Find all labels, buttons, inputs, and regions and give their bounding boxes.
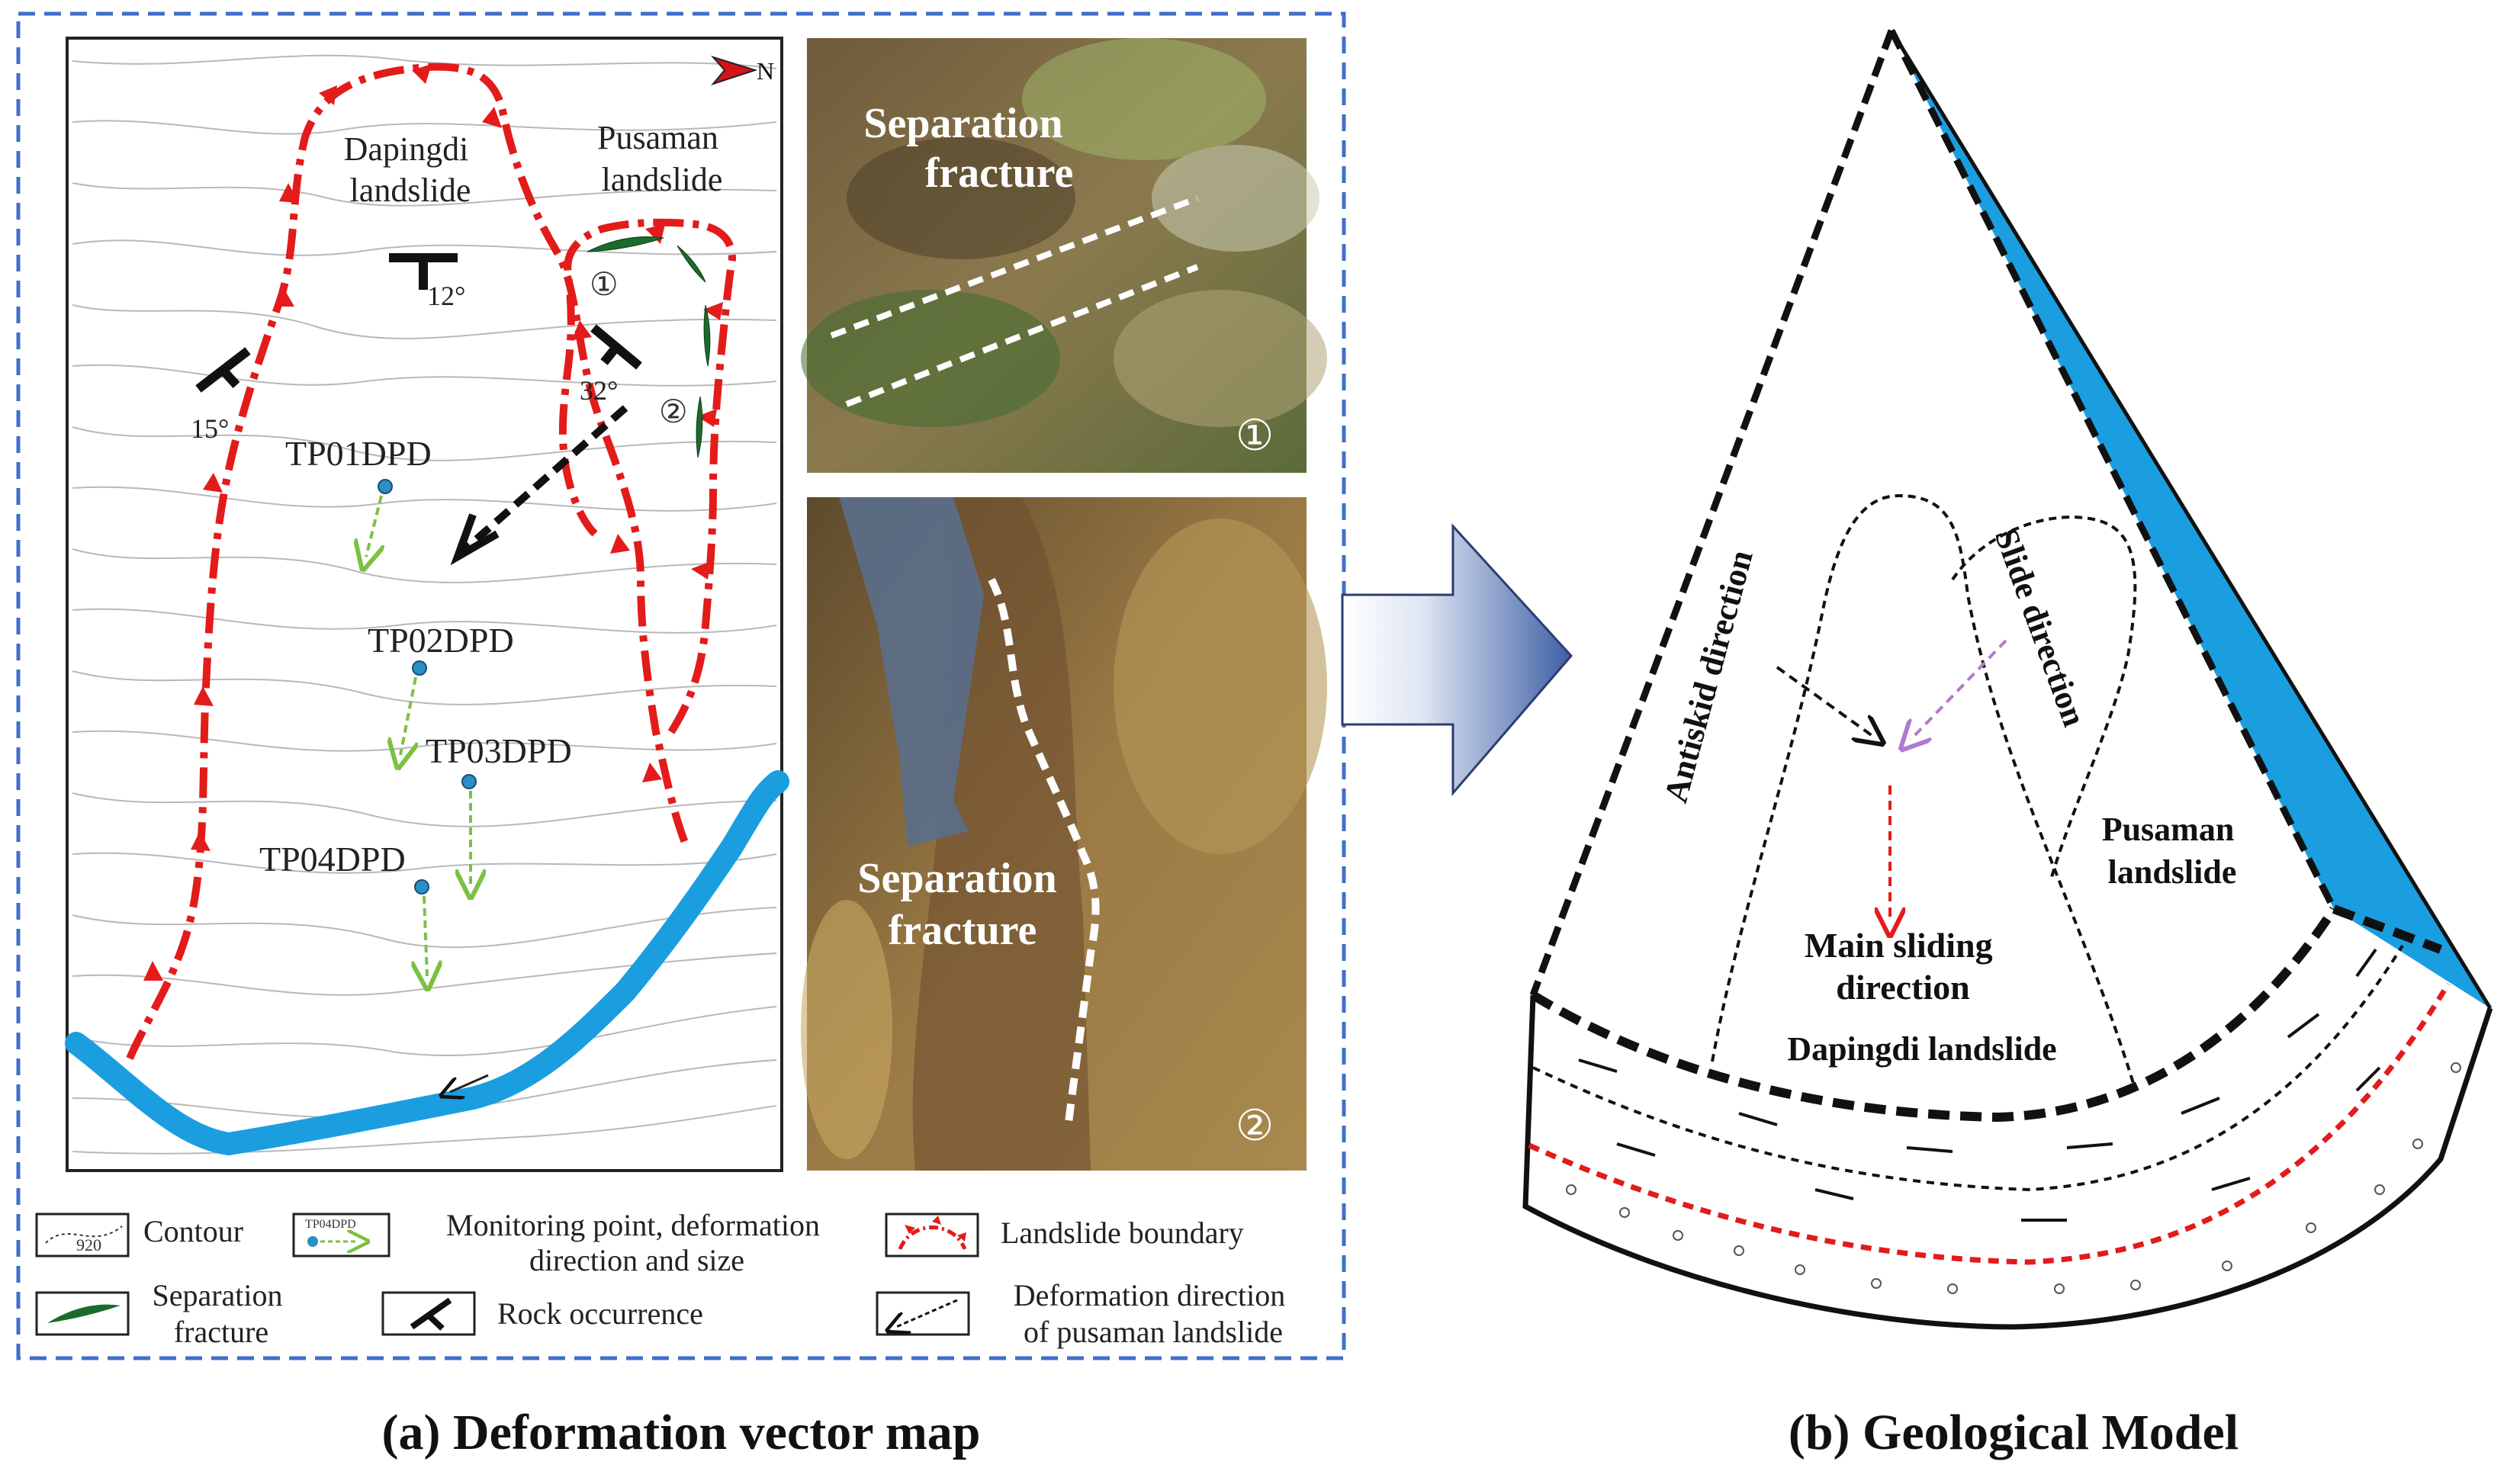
pusaman-deformation-arrow (462, 405, 628, 552)
monitoring-point-2-label: TP02DPD (368, 621, 514, 660)
monitoring-point-2: TP02DPD (368, 621, 514, 755)
photo-1-label-2: fracture (925, 149, 1074, 197)
pusaman-map-label-1: Pusaman (597, 119, 718, 156)
legend-contour-value: 920 (76, 1235, 101, 1254)
model-layer-line-red (1528, 982, 2451, 1265)
north-arrow: N (710, 55, 774, 86)
photo-2-label-1: Separation (857, 855, 1056, 902)
photo-2-label-2: fracture (889, 907, 1037, 954)
model-right-rim (2332, 904, 2443, 954)
fracture-marker-2: ② (659, 395, 688, 430)
antiskid-label: Antiskid direction (1657, 546, 1760, 806)
pusaman-model-outline (1951, 516, 2137, 878)
dapingdi-map-label-2: landslide (350, 172, 471, 209)
contour-lines (72, 54, 777, 1155)
slide-arrow (1911, 639, 2007, 740)
dapingdi-model-label: Dapingdi landslide (1787, 1030, 2056, 1068)
photo-1-label: Separation fracture (863, 100, 1073, 197)
monitoring-point-3: TP03DPD (426, 731, 572, 885)
slide-label: Slide direction (1988, 524, 2094, 731)
photo-2-marker: ② (1236, 1103, 1274, 1150)
legend-monitoring-1: Monitoring point, deformation (446, 1208, 820, 1242)
pusaman-model-label-1: Pusaman (2102, 811, 2235, 848)
pusaman-deformation-arrowhead (450, 513, 500, 566)
monitoring-point-1: TP01DPD (285, 434, 432, 557)
legend-contour: Contour (143, 1214, 243, 1248)
legend-monitoring-icon-label: TP04DPD (305, 1218, 356, 1231)
legend-separation-1: Separation (152, 1278, 282, 1312)
model-left-edge (1529, 29, 1895, 997)
main-sliding-label-2: direction (1836, 968, 1969, 1007)
caption-a: (a) Deformation vector map (381, 1405, 980, 1460)
legend-deformation-2: of pusaman landslide (1024, 1315, 1283, 1349)
photo-1-marker: ① (1236, 413, 1274, 460)
caption-b: (b) Geological Model (1789, 1405, 2239, 1460)
pusaman-map-label: Pusaman landslide (597, 119, 727, 198)
pusaman-boundary (558, 218, 737, 734)
photo-2-label: Separation fracture (857, 855, 1067, 954)
dapingdi-model-outline (1711, 493, 2137, 1091)
antiskid-arrow (1776, 666, 1872, 736)
rock-occurrence-symbol (195, 253, 642, 393)
legend-separation: Separation fracture (152, 1278, 290, 1349)
dip-15: 15° (191, 413, 229, 444)
panel-a: N Dapingdi landslide Pusaman landslide 1… (16, 11, 1346, 1460)
monitoring-point-4: TP04DPD (259, 840, 429, 976)
pusaman-model-label-2: landslide (2108, 853, 2237, 891)
legend-monitoring: Monitoring point, deformation direction … (446, 1208, 828, 1277)
model-base (1522, 994, 2493, 1330)
photo-1-fracture-line-2 (845, 264, 1199, 407)
dapingdi-boundary-teeth (143, 64, 662, 981)
fracture-marker-1: ① (590, 268, 619, 303)
dapingdi-boundary (126, 63, 690, 1060)
model-right-edge (1888, 28, 2338, 911)
photo-1-fracture-line-1 (830, 195, 1199, 339)
map-separation-fractures (587, 236, 711, 458)
dip-12: 12° (427, 281, 465, 311)
legend-deformation-1: Deformation direction (1014, 1278, 1286, 1312)
main-sliding-label: Main sliding direction (1805, 926, 2001, 1007)
pusaman-model-label: Pusaman landslide (2102, 811, 2243, 891)
monitoring-point-4-label: TP04DPD (259, 840, 406, 879)
monitoring-point-1-label: TP01DPD (285, 434, 432, 473)
model-layer-dashes (1578, 948, 2381, 1222)
legend-separation-2: fracture (174, 1315, 268, 1349)
legend-rock: Rock occurrence (497, 1296, 703, 1331)
photo-1: Separation fracture ① (801, 38, 1327, 473)
legend: 920 Contour TP04DPD Monitoring point, de… (35, 1208, 1294, 1349)
main-sliding-label-1: Main sliding (1805, 926, 1993, 965)
transition-arrow (1341, 523, 1573, 797)
model-gravel-dots (1566, 1062, 2461, 1294)
photo-1-label-1: Separation (863, 100, 1062, 147)
legend-boundary: Landslide boundary (1001, 1216, 1244, 1250)
river-flow-arrow (450, 1074, 489, 1092)
model-layer-line-1 (1532, 944, 2404, 1192)
dapingdi-map-label: Dapingdi landslide (344, 130, 477, 209)
panel-b: Antiskid direction Slide direction Pusam… (1522, 28, 2493, 1460)
river (65, 770, 789, 1156)
monitoring-point-3-label: TP03DPD (426, 731, 572, 770)
dapingdi-map-label-1: Dapingdi (344, 130, 469, 168)
pusaman-map-label-2: landslide (602, 161, 723, 198)
legend-monitoring-2: direction and size (529, 1243, 744, 1277)
dip-32: 32° (580, 375, 618, 406)
photo-2: Separation fracture ② (801, 497, 1327, 1171)
legend-deformation: Deformation direction of pusaman landsli… (1014, 1278, 1294, 1349)
photo-2-leg (839, 497, 984, 846)
model-top-rim (1530, 906, 2338, 1123)
photo-2-fracture-line (988, 577, 1100, 1129)
model-right-face-edge (1889, 29, 2493, 1010)
north-label: N (757, 57, 774, 85)
